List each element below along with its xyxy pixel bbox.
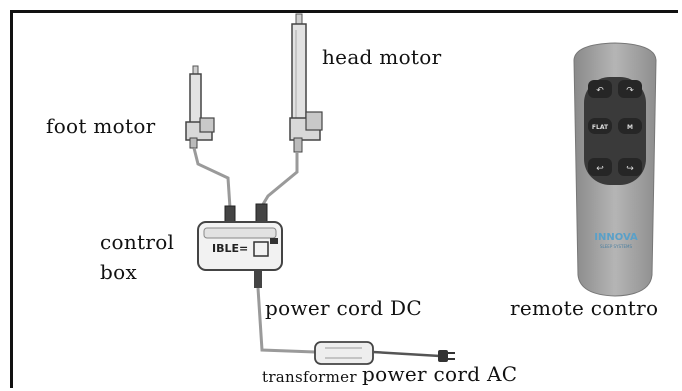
control-box-text: IBLE= — [212, 242, 248, 255]
dc-plug — [254, 270, 262, 288]
control-box-label-line2: box — [100, 260, 138, 284]
transformer-label: transformer — [262, 368, 357, 386]
svg-text:SLEEP SYSTEMS: SLEEP SYSTEMS — [600, 244, 632, 249]
remote-control: ↶ ↷ FLAT M ↩ ↪ INNOVA SLEEP SYSTEMS — [573, 42, 657, 297]
foot-motor — [185, 65, 215, 149]
dc-cord — [256, 287, 316, 354]
remote-control-label: remote contro — [510, 296, 659, 320]
power-cord-dc-label: power cord DC — [265, 296, 422, 320]
svg-text:FLAT: FLAT — [592, 124, 609, 131]
head-motor — [289, 13, 323, 153]
remote-down-right-button: ↪ — [618, 158, 642, 176]
svg-text:↪: ↪ — [626, 164, 634, 174]
remote-up-right-button: ↷ — [618, 80, 642, 98]
svg-text:↩: ↩ — [596, 164, 604, 174]
remote-down-left-button: ↩ — [588, 158, 612, 176]
ac-cord — [372, 350, 441, 358]
svg-text:↷: ↷ — [626, 86, 634, 96]
svg-text:M: M — [627, 124, 633, 131]
remote-brand-logo: INNOVA SLEEP SYSTEMS — [594, 232, 638, 249]
control-box-label-line1: control — [100, 230, 175, 254]
diagram-frame — [10, 10, 678, 388]
remote-memory-button: M — [618, 118, 642, 134]
head-motor-cable — [260, 152, 299, 207]
ac-plug — [438, 350, 455, 362]
control-box: IBLE= — [197, 221, 283, 271]
svg-text:↶: ↶ — [596, 86, 604, 96]
power-cord-ac-label: power cord AC — [362, 362, 518, 386]
foot-motor-label: foot motor — [46, 114, 156, 138]
foot-motor-cable — [192, 147, 232, 209]
remote-up-left-button: ↶ — [588, 80, 612, 98]
transformer-unit — [314, 341, 374, 365]
remote-flat-button: FLAT — [588, 118, 612, 134]
svg-text:INNOVA: INNOVA — [594, 232, 638, 243]
head-motor-label: head motor — [322, 45, 442, 69]
